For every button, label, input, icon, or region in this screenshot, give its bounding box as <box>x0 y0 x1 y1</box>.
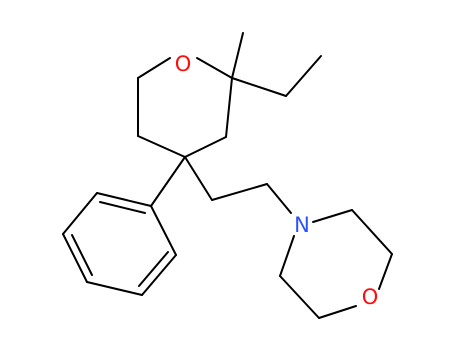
oxane-ring <box>137 57 233 158</box>
bond-CH2-N <box>266 183 292 214</box>
bond-C2-C3 <box>225 77 233 138</box>
bond-C4-CH2 <box>184 156 213 201</box>
alkyl-substituents <box>231 32 322 97</box>
ethylene-linker <box>184 156 292 214</box>
bond-Cc-Cd <box>279 275 320 319</box>
phenyl-bond-3-inner <box>71 234 93 276</box>
bond-C4-phenyl <box>150 156 186 207</box>
phenyl-bond-3 <box>62 233 88 283</box>
phenyl-bond-1 <box>96 192 152 207</box>
bond-C6-O1 <box>137 57 171 79</box>
bond-methyl <box>231 32 244 79</box>
bond-ethyl-1 <box>231 77 287 97</box>
bond-CH2-CH2 <box>211 183 268 201</box>
bond-Cb-O <box>378 253 393 290</box>
bond-Cd-N <box>279 235 295 277</box>
phenyl-bond-6 <box>150 205 177 256</box>
bond-O1-C2 <box>196 57 233 79</box>
bond-N-Ca <box>312 209 353 223</box>
bond-C3-C4 <box>184 136 227 158</box>
morpholine-oxygen-label: O <box>362 285 379 309</box>
bond-O-Cc <box>318 305 357 319</box>
phenyl-bond-5 <box>141 254 177 296</box>
bond-C4-C5 <box>137 135 186 158</box>
morpholine-nitrogen-label: N <box>294 213 310 237</box>
phenyl-bond-5-inner <box>138 251 169 287</box>
ring-oxygen-label: O <box>175 52 192 76</box>
morpholine-ring <box>279 209 393 319</box>
bond-Ca-Cb <box>351 209 393 255</box>
bond-ethyl-2 <box>285 55 322 97</box>
phenyl-ring <box>62 156 186 296</box>
phenyl-bond-2 <box>62 192 98 235</box>
phenyl-bond-4 <box>86 281 143 296</box>
phenyl-bond-1-inner <box>99 201 146 214</box>
